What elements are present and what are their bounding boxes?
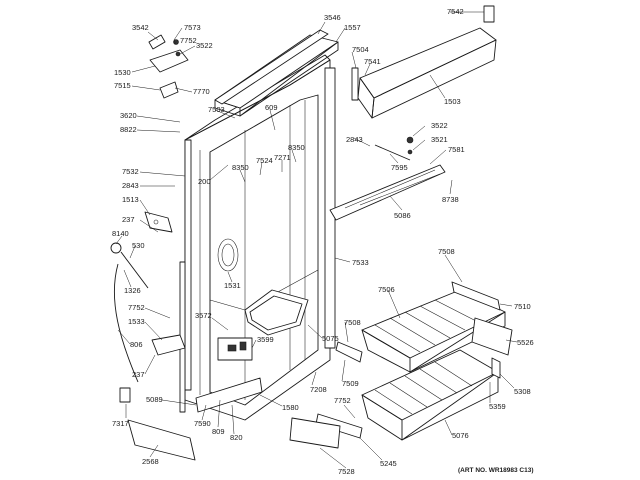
- callout-820: 820: [230, 433, 243, 442]
- callout-3522-right: 3522: [431, 121, 448, 130]
- callout-8350-left: 8350: [232, 163, 249, 172]
- callout-609: 609: [265, 103, 278, 112]
- leader-lines: [115, 11, 518, 469]
- right-pillar: [324, 67, 336, 349]
- callout-809: 809: [212, 427, 225, 436]
- bracket-5308: [491, 357, 501, 379]
- left-vertical-trim: [184, 139, 192, 391]
- slide-bracket-left: [335, 341, 363, 363]
- tube: [113, 263, 139, 383]
- callout-8140: 8140: [112, 229, 129, 238]
- callout-1530: 1530: [114, 68, 131, 77]
- callout-7590: 7590: [194, 419, 211, 428]
- upper-basket: [361, 289, 506, 373]
- plate-7528: [289, 417, 341, 449]
- callout-7508-upper: 7508: [438, 247, 455, 256]
- lower-basket: [361, 349, 499, 441]
- callout-7541: 7541: [364, 57, 381, 66]
- callout-8738: 8738: [442, 195, 459, 204]
- callout-3546: 3546: [324, 13, 341, 22]
- callout-5526: 5526: [517, 338, 534, 347]
- callout-3542: 3542: [132, 23, 149, 32]
- upper-door-panel: [357, 27, 497, 119]
- callout-7524: 7524: [256, 156, 273, 165]
- handle-cap: [483, 5, 495, 23]
- callout-7573: 7573: [184, 23, 201, 32]
- callout-7752-lower: 7752: [334, 396, 351, 405]
- callout-8350-right: 8350: [288, 143, 305, 152]
- art-number-note: (ART NO. WR18983 C13): [458, 467, 534, 474]
- callout-3599: 3599: [257, 335, 274, 344]
- callout-1326: 1326: [124, 286, 141, 295]
- callout-5086: 5086: [394, 211, 411, 220]
- callout-1580: 1580: [282, 403, 299, 412]
- callout-3572: 3572: [195, 311, 212, 320]
- door-hinge-bracket: [144, 211, 173, 233]
- callout-1531: 1531: [224, 281, 241, 290]
- callout-7510: 7510: [514, 302, 531, 311]
- callout-1557: 1557: [344, 23, 361, 32]
- callout-7508-lower: 7508: [344, 318, 361, 327]
- callout-7542: 7542: [447, 7, 464, 16]
- callout-5308: 5308: [514, 387, 531, 396]
- callout-7506: 7506: [378, 285, 395, 294]
- callout-5089: 5089: [146, 395, 163, 404]
- callout-806: 806: [130, 340, 143, 349]
- callout-530: 530: [132, 241, 145, 250]
- callout-5076: 5076: [452, 431, 469, 440]
- callout-7528: 7528: [338, 467, 355, 476]
- callout-7509: 7509: [342, 379, 359, 388]
- callout-7752: 7752: [180, 36, 197, 45]
- callout-237-lower: 237: [132, 370, 145, 379]
- callout-7533: 7533: [352, 258, 369, 267]
- callout-5359: 5359: [489, 402, 506, 411]
- callout-1503: 1503: [444, 97, 461, 106]
- callout-237-upper: 237: [122, 215, 135, 224]
- callout-2843-left: 2843: [122, 181, 139, 190]
- strip-7504: [351, 67, 359, 101]
- door-closer: [110, 242, 149, 289]
- callout-7504: 7504: [352, 45, 369, 54]
- top-hinge: [148, 34, 189, 99]
- callout-7515: 7515: [114, 81, 131, 90]
- callout-2568: 2568: [142, 457, 159, 466]
- lower-hinge: [151, 334, 186, 356]
- callout-7317: 7317: [112, 419, 129, 428]
- callout-7595: 7595: [391, 163, 408, 172]
- top-trim-strip: [214, 29, 329, 105]
- callout-labels: 3542 7573 7752 3522 1530 7770 7515 3620 …: [112, 7, 534, 476]
- callout-8822: 8822: [120, 125, 137, 134]
- clip-7317: [119, 387, 131, 403]
- callout-5245: 5245: [380, 459, 397, 468]
- rail-5086: [329, 164, 446, 221]
- callout-7208: 7208: [310, 385, 327, 394]
- hinge-arm: [374, 136, 414, 161]
- callout-3522: 3522: [196, 41, 213, 50]
- slide-bracket-right: [451, 281, 501, 311]
- bottom-front-plate: [195, 377, 263, 413]
- callout-5075: 5075: [322, 334, 339, 343]
- callout-2843-right: 2843: [346, 135, 363, 144]
- callout-7581: 7581: [448, 145, 465, 154]
- ice-maker-module: [217, 337, 253, 361]
- callout-7532: 7532: [122, 167, 139, 176]
- cabinet-box: [184, 54, 331, 421]
- top-cover: [214, 34, 339, 117]
- toe-grille: [127, 419, 196, 461]
- shelf-bin: [244, 289, 309, 336]
- callout-200: 200: [198, 177, 211, 186]
- plate-5526: [471, 317, 513, 356]
- callout-3620: 3620: [120, 111, 137, 120]
- callout-3521: 3521: [431, 135, 448, 144]
- callout-7503: 7503: [208, 105, 225, 114]
- callout-1513: 1513: [122, 195, 139, 204]
- callout-1533: 1533: [128, 317, 145, 326]
- callout-7770: 7770: [193, 87, 210, 96]
- callout-7271: 7271: [274, 153, 291, 162]
- callout-7752-left: 7752: [128, 303, 145, 312]
